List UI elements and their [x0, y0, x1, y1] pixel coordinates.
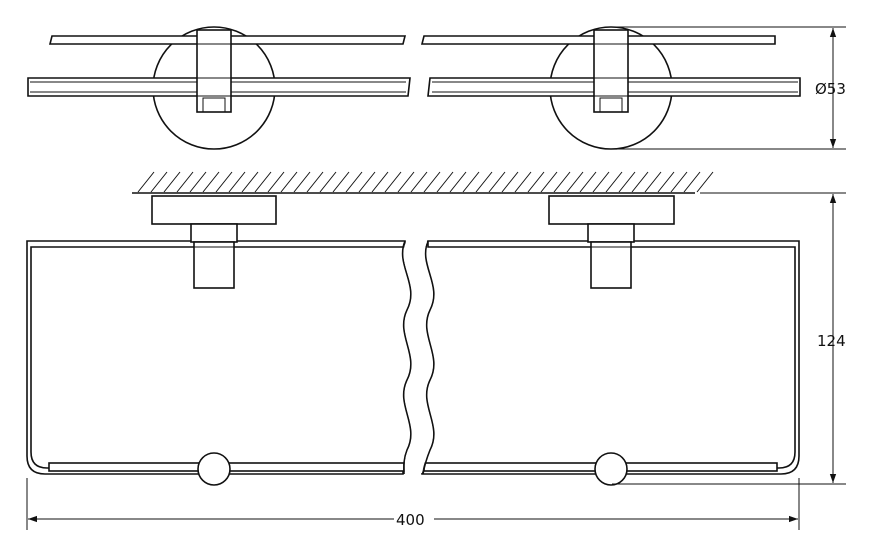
break-line-right — [422, 240, 435, 475]
left-bracket-top — [196, 29, 232, 113]
hatch-stroke — [189, 171, 207, 193]
hatch-stroke — [657, 171, 675, 193]
top-view: Ø53 — [27, 26, 846, 150]
hatch-stroke — [319, 171, 337, 193]
width-label: 400 — [396, 511, 425, 529]
hatch-stroke — [618, 171, 636, 193]
hatch-stroke — [280, 171, 298, 193]
glass-panel-left — [26, 240, 406, 475]
hatch-stroke — [410, 171, 428, 193]
hatch-stroke — [514, 171, 532, 193]
hatch-stroke — [592, 171, 610, 193]
height-label: 124 — [817, 332, 846, 350]
hatch-stroke — [371, 171, 389, 193]
right-wall-plate — [548, 195, 675, 225]
hatch-stroke — [605, 171, 623, 193]
hatch-stroke — [241, 171, 259, 193]
hatch-stroke — [345, 171, 363, 193]
hatch-stroke — [475, 171, 493, 193]
hatch-stroke — [566, 171, 584, 193]
left-end-cap — [197, 452, 231, 486]
hatch-stroke — [254, 171, 272, 193]
hatch-stroke — [267, 171, 285, 193]
hatch-stroke — [540, 171, 558, 193]
hatch-stroke — [462, 171, 480, 193]
hatch-stroke — [332, 171, 350, 193]
hatch-stroke — [449, 171, 467, 193]
hatch-stroke — [137, 171, 155, 193]
hatch-stroke — [293, 171, 311, 193]
front-view: 124 400 — [26, 171, 846, 530]
hatch-stroke — [150, 171, 168, 193]
hatch-stroke — [683, 171, 701, 193]
hatch-stroke — [488, 171, 506, 193]
wall-hatching — [132, 171, 714, 194]
break-line-left — [401, 240, 412, 475]
hatch-stroke — [384, 171, 402, 193]
right-bracket-front — [587, 223, 635, 289]
hatch-stroke — [527, 171, 545, 193]
hatch-stroke — [579, 171, 597, 193]
hatch-stroke — [644, 171, 662, 193]
hatch-stroke — [501, 171, 519, 193]
left-wall-plate — [151, 195, 277, 225]
hatch-stroke — [358, 171, 376, 193]
hatch-stroke — [202, 171, 220, 193]
diameter-label: Ø53 — [815, 80, 846, 98]
hatch-stroke — [306, 171, 324, 193]
left-bracket-front — [190, 223, 238, 289]
hatch-stroke — [670, 171, 688, 193]
hatch-stroke — [228, 171, 246, 193]
hatch-stroke — [215, 171, 233, 193]
right-bracket-top — [593, 29, 629, 113]
hatch-stroke — [163, 171, 181, 193]
hatch-stroke — [423, 171, 441, 193]
hatch-stroke — [631, 171, 649, 193]
hatch-stroke — [696, 171, 714, 193]
hatch-stroke — [436, 171, 454, 193]
lower-rail — [27, 77, 801, 97]
upper-rail — [48, 35, 776, 45]
hatch-stroke — [397, 171, 415, 193]
hatch-stroke — [176, 171, 194, 193]
hatch-stroke — [553, 171, 571, 193]
right-end-cap — [594, 452, 628, 486]
